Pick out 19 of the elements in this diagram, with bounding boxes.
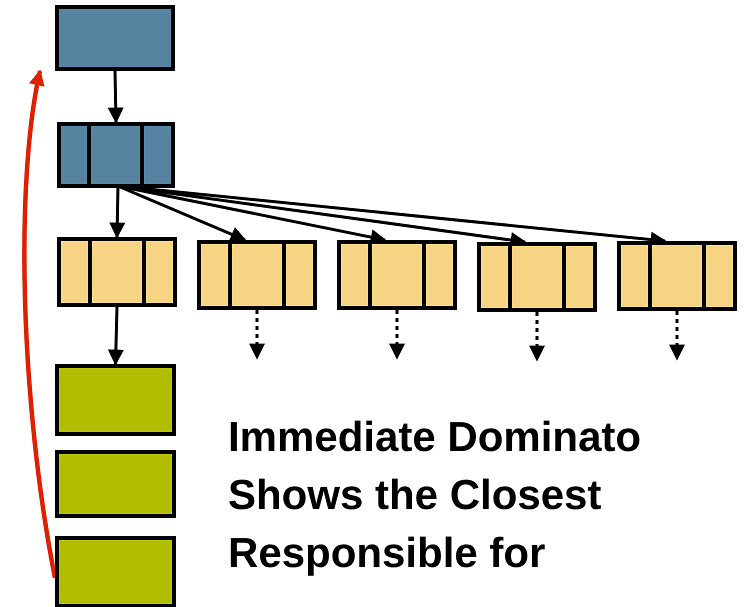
record-box (57, 122, 175, 188)
arrow (529, 312, 545, 362)
heading-text: Immediate Dominato Shows the Closest Responsible for (228, 412, 642, 578)
arrow (389, 310, 405, 360)
record-box (197, 240, 317, 310)
record-box (617, 241, 737, 311)
block-box (55, 5, 175, 71)
arrow (22, 69, 58, 578)
arrow (108, 70, 124, 124)
block-box (55, 450, 176, 518)
record-box (57, 237, 177, 307)
arrow (109, 186, 126, 239)
record-box (477, 242, 597, 312)
block-box (55, 364, 176, 436)
arrow (249, 310, 265, 360)
arrow (669, 311, 685, 361)
block-box (55, 536, 176, 607)
arrow (108, 306, 124, 366)
record-box (337, 240, 457, 310)
